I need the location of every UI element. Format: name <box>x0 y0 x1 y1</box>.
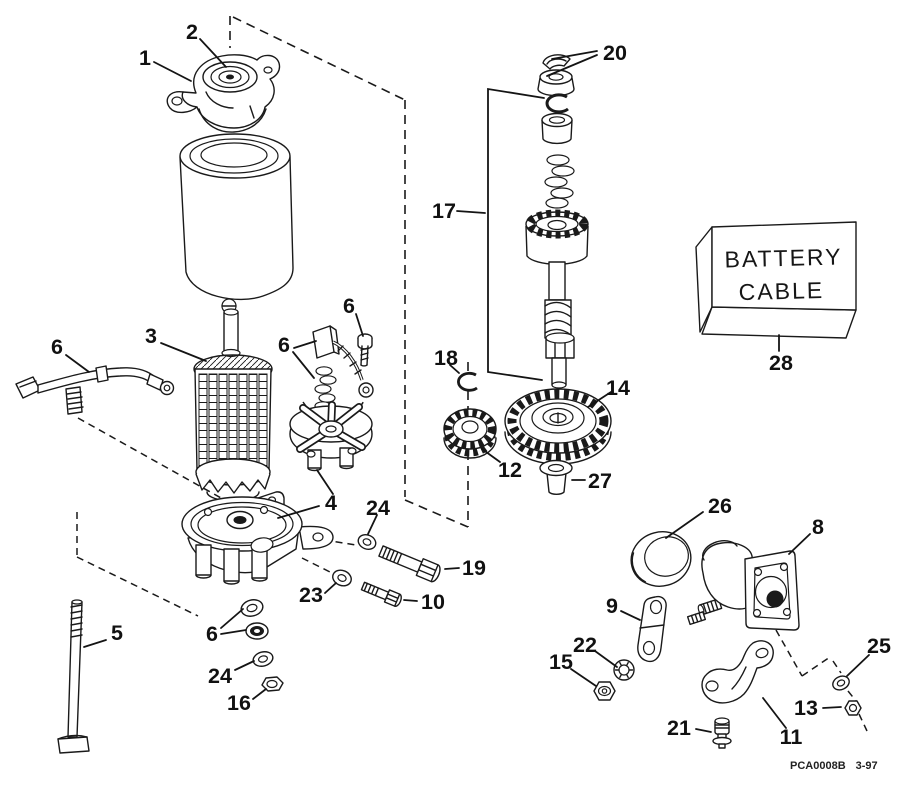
drive-spring <box>544 154 575 209</box>
pinion-idler-gear <box>443 408 497 459</box>
callout-12: 12 <box>498 458 522 482</box>
pinion-gear <box>525 209 589 265</box>
callout-6-brush: 6 <box>278 333 290 357</box>
battery-box-line1: BATTERY <box>724 243 843 272</box>
brush-screw <box>357 333 373 367</box>
callout-24-lower: 24 <box>208 664 232 688</box>
mount-hardware <box>332 533 441 607</box>
motor-lead-wire <box>15 365 175 415</box>
callout-3: 3 <box>145 324 157 348</box>
pinion-drive-assembly <box>525 54 589 389</box>
pinion-stop <box>542 54 571 70</box>
commutator-end-cap <box>181 491 334 585</box>
callout-26: 26 <box>708 494 732 518</box>
brush-plate-spider <box>289 401 373 472</box>
spacer <box>541 112 573 145</box>
drive-shaft <box>544 261 575 389</box>
solenoid-boot-sleeve <box>630 531 692 587</box>
callout-10: 10 <box>421 590 445 614</box>
solenoid-terminal-stud-2 <box>686 611 707 626</box>
callout-13: 13 <box>794 696 818 720</box>
cap-hardware-stack <box>240 599 284 692</box>
gear-bushing <box>539 459 573 495</box>
callout-11: 11 <box>780 725 803 749</box>
brush-spring <box>315 366 333 376</box>
callout-28: 28 <box>769 351 793 375</box>
retainer-cup <box>537 69 575 97</box>
callout-22: 22 <box>573 633 597 657</box>
callout-4: 4 <box>325 491 337 515</box>
callout-6-screw: 6 <box>343 294 355 318</box>
main-drive-gear <box>504 388 612 465</box>
callout-6-wire: 6 <box>51 335 63 359</box>
callout-15: 15 <box>549 650 573 674</box>
callouts: 1 2 3 6 6 6 4 24 19 23 10 5 6 24 16 17 2… <box>51 20 891 749</box>
callout-20: 20 <box>603 41 627 65</box>
callout-16: 16 <box>227 691 251 715</box>
callout-8: 8 <box>812 515 824 539</box>
figure-code-date: 3-97 <box>856 760 878 772</box>
ribbed-sleeve <box>65 386 83 415</box>
callout-18: 18 <box>434 346 458 370</box>
callout-23: 23 <box>299 583 323 607</box>
figure-code-id: PCA0008B <box>790 760 846 772</box>
callout-21: 21 <box>667 716 691 740</box>
callout-9: 9 <box>606 594 618 618</box>
solenoid-bracket <box>701 640 774 704</box>
lock-washer-22 <box>613 659 635 681</box>
callout-25: 25 <box>867 634 891 658</box>
callout-leader-lines <box>65 38 870 733</box>
starter-solenoid <box>686 540 800 631</box>
snap-ring-18 <box>457 371 478 392</box>
callout-17-bracket <box>487 87 545 381</box>
bolt-10 <box>360 581 402 607</box>
motor-frame-housing <box>179 133 294 314</box>
callout-5: 5 <box>111 621 123 645</box>
callout-27: 27 <box>588 469 612 493</box>
callout-1: 1 <box>139 46 151 70</box>
snap-ring-20 <box>545 93 569 114</box>
callout-6-washer: 6 <box>206 622 218 646</box>
nut-15 <box>593 681 616 701</box>
screw-21 <box>712 717 732 749</box>
armature <box>193 308 273 502</box>
battery-cable-box: BATTERY CABLE <box>695 221 857 339</box>
ground-strap <box>637 595 667 663</box>
nut-13 <box>844 700 862 716</box>
callout-2: 2 <box>186 20 198 44</box>
drive-end-cap <box>166 54 281 133</box>
callout-17: 17 <box>432 199 456 223</box>
thru-bolt <box>57 599 90 754</box>
battery-box-line2: CABLE <box>738 277 824 305</box>
callout-19: 19 <box>462 556 486 580</box>
figure-code: PCA0008B 3-97 <box>790 760 878 772</box>
cable-clamp <box>95 365 109 383</box>
assembly-dashed-lines <box>76 16 868 732</box>
callout-24-upper: 24 <box>366 496 390 520</box>
washer-25 <box>832 675 850 691</box>
callout-14: 14 <box>606 376 630 400</box>
bolt-19 <box>378 545 441 583</box>
